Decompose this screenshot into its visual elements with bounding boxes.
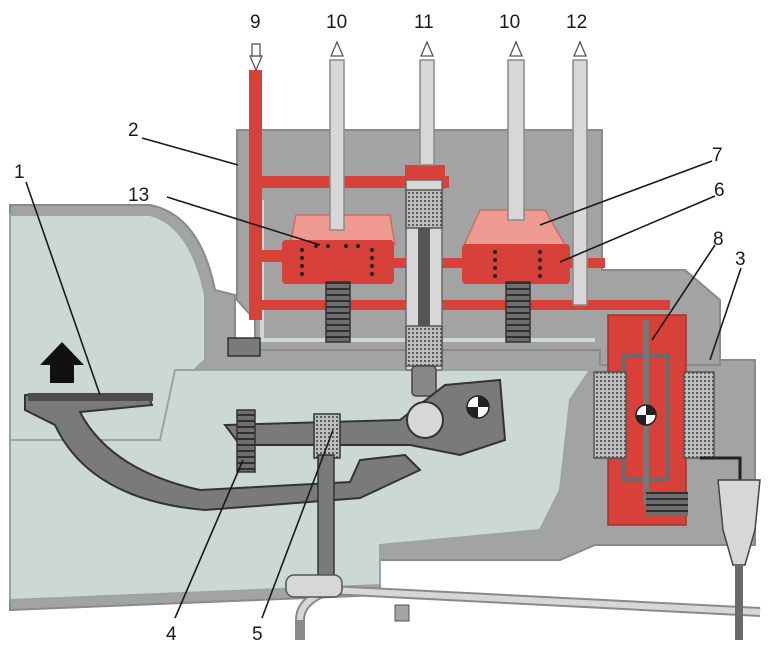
label-2: 2: [128, 120, 139, 141]
label-7: 7: [712, 145, 723, 166]
label-5: 5: [252, 624, 263, 645]
valve-dots-left: [300, 244, 374, 276]
linkage-pivot-mark: [467, 396, 489, 418]
pipe-coupler: [394, 604, 410, 622]
relay-bottom-block: [405, 325, 443, 367]
upper-channel: [249, 176, 449, 188]
pipe-9-arrow: [249, 43, 263, 72]
pipe-11: [419, 40, 435, 166]
label-4: 4: [166, 624, 177, 645]
supply-pipe-9: [249, 70, 262, 320]
coil-left: [593, 371, 627, 459]
leader-lines: [25, 137, 742, 619]
pipe-10-right: [507, 40, 525, 221]
left-channel: [249, 250, 285, 262]
switch-bellow: [313, 413, 341, 459]
switch-rod: [317, 454, 335, 586]
pedal-lever: [24, 394, 422, 512]
label-8: 8: [713, 229, 724, 250]
valve-stem-right: [505, 281, 531, 343]
solenoid-pivot-mark: [636, 405, 656, 425]
valve-dots-right: [493, 250, 542, 278]
relay-plunger: [411, 365, 437, 397]
valve-stem-left: [325, 281, 351, 343]
valve-piston-left: [282, 240, 394, 284]
cable-wire: [700, 456, 742, 480]
label-1: 1: [14, 162, 25, 183]
coil-right: [683, 371, 715, 459]
pedal-top-plate: [28, 393, 153, 401]
label-6: 6: [714, 180, 725, 201]
label-12: 12: [566, 12, 587, 33]
valve-piston-right: [462, 244, 570, 284]
pipe-10-left: [329, 40, 345, 231]
relay-rod: [418, 228, 430, 326]
up-arrow-icon: [40, 342, 84, 383]
label-9: 9: [250, 12, 261, 33]
pipe-12: [572, 40, 588, 306]
pipe-fitting: [285, 574, 343, 598]
solenoid-feed: [575, 300, 670, 310]
relay-top-block: [405, 189, 443, 229]
mount-bracket: [227, 337, 261, 357]
cable-connector: [717, 479, 761, 566]
linkage-roller: [406, 401, 444, 439]
return-spring: [646, 492, 688, 516]
adjuster-screw: [236, 409, 256, 473]
label-10a: 10: [326, 12, 347, 33]
label-10b: 10: [499, 12, 520, 33]
drain-pipe-inner: [329, 587, 761, 615]
label-13: 13: [128, 185, 149, 206]
label-3: 3: [735, 249, 746, 270]
label-11: 11: [414, 12, 434, 33]
